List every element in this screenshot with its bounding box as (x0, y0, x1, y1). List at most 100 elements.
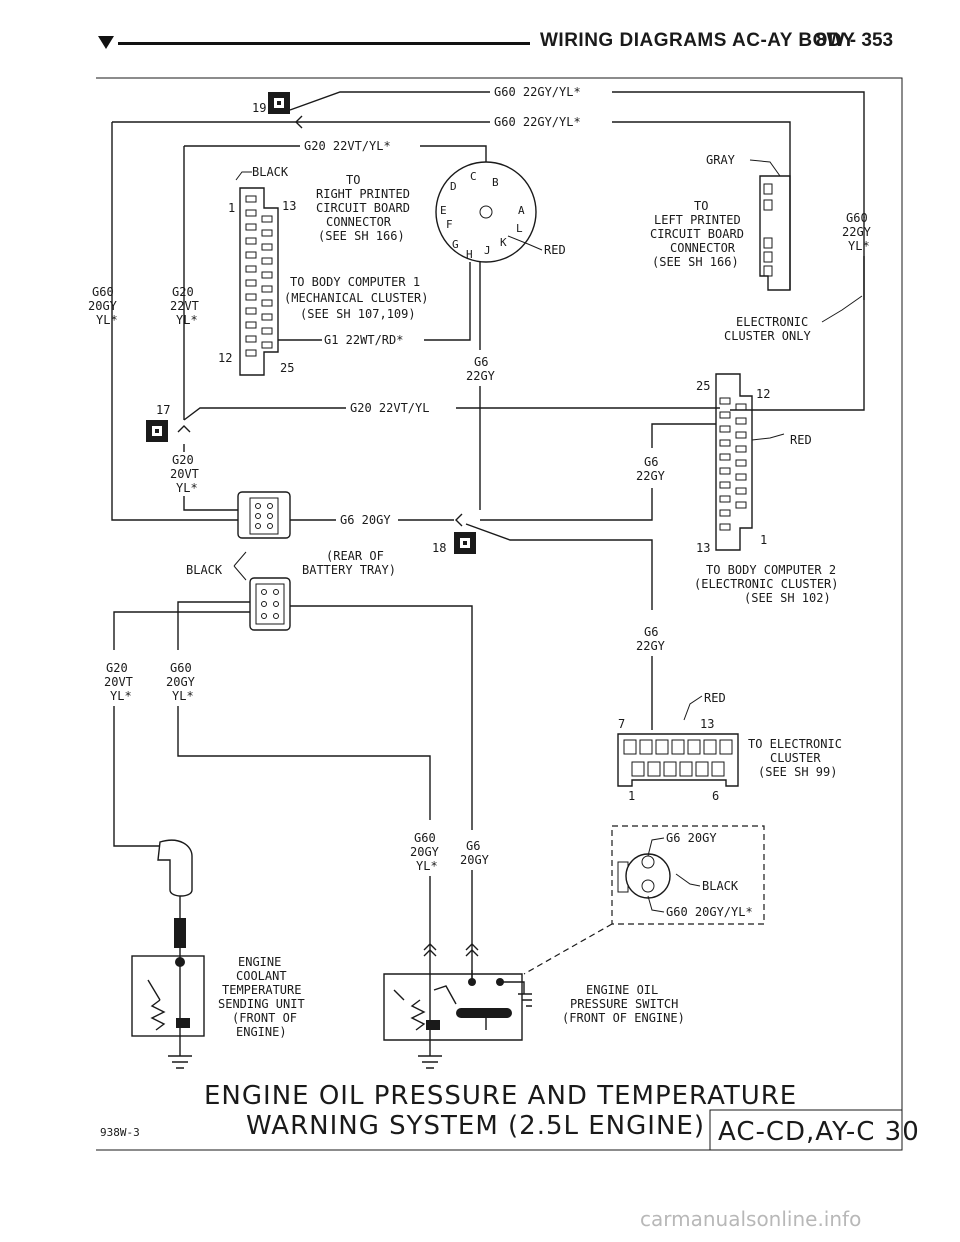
wire-g60-top-1-label: G60 22GY/YL* (494, 85, 581, 99)
header-arrow-icon (98, 36, 114, 49)
wire-g6-to-lower (465, 523, 653, 610)
wire-g60-bottom-2: 20GY (410, 845, 440, 859)
gray-label: GRAY (706, 153, 736, 167)
ec-pin-13: 13 (700, 717, 714, 731)
body-computer-2-label-2: (ELECTRONIC CLUSTER) (694, 577, 839, 591)
right-board-label-4: CONNECTOR (326, 215, 392, 229)
left-board-label-1: TO (694, 199, 708, 213)
body-computer-1-label-3: (SEE SH 107,109) (300, 307, 416, 321)
reference-label: AC-CD,AY-C 30 (718, 1117, 920, 1147)
gray-leader (749, 159, 781, 177)
electronic-cluster-label-2: CLUSTER (770, 751, 821, 765)
splice-17-icon (146, 420, 168, 442)
left-board-label-3: CIRCUIT BOARD (650, 227, 744, 241)
round-pin-b: B (492, 176, 499, 189)
detail-black-leader (675, 873, 701, 887)
right-board-label-1: TO (346, 173, 360, 187)
red-round-leader (507, 235, 543, 251)
oil-switch-label-1: ENGINE OIL (586, 983, 658, 997)
wire-g20-17-1: G20 (172, 453, 194, 467)
electronic-cluster-connector (617, 733, 739, 787)
wire-g60-left-2: 20GY (88, 299, 118, 313)
body-computer-2-connector (715, 373, 753, 551)
coolant-sending-unit (131, 948, 205, 1046)
wire-g6-bottom-1: G6 (466, 839, 480, 853)
red-round-label: RED (544, 243, 566, 257)
body-computer-1-label-2: (MECHANICAL CLUSTER) (284, 291, 429, 305)
wire-g60-bottom-1: G60 (414, 831, 436, 845)
red-cluster-leader (683, 695, 703, 721)
round-pin-l: L (516, 222, 523, 235)
wire-g6-22gy-c-1: G6 (644, 625, 658, 639)
round-pin-a: A (518, 204, 525, 217)
body-computer-1-connector (239, 187, 279, 376)
oil-switch-connector-detail (617, 853, 671, 899)
wire-g6-20gy-mid-label: G6 20GY (340, 513, 391, 527)
round-pin-d: D (450, 180, 457, 193)
oil-pressure-switch (383, 970, 525, 1050)
round-pin-f: F (446, 218, 453, 231)
wire-g60-top-2-label: G60 22GY/YL* (494, 115, 581, 129)
detail-g6-leader (647, 837, 665, 857)
body-computer-1-label-1: TO BODY COMPUTER 1 (290, 275, 420, 289)
wire-g20-to-sender (113, 706, 160, 847)
oil-switch-label-2: PRESSURE SWITCH (570, 997, 678, 1011)
oil-switch-ground-icon (518, 993, 532, 1007)
diagram-frame (96, 77, 903, 1151)
diagram-title-line-2: WARNING SYSTEM (2.5L ENGINE) (246, 1111, 705, 1141)
diagram-title-line-1: ENGINE OIL PRESSURE AND TEMPERATURE (204, 1081, 797, 1111)
wire-g20-left-1: G20 (172, 285, 194, 299)
wire-g60-bottom-3: YL* (416, 859, 438, 873)
wire-g6-bc2-down (480, 488, 653, 521)
wire-g20-mid (183, 407, 346, 421)
detail-g6-label: G6 20GY (666, 831, 717, 845)
wire-g6-bottom-2: 20GY (460, 853, 490, 867)
black-top-leader (235, 171, 252, 181)
round-pin-g: G (452, 238, 459, 251)
electronic-cluster-label-1: TO ELECTRONIC (748, 737, 842, 751)
wire-g60-top-1 (289, 91, 490, 111)
body-computer-2-label-1: TO BODY COMPUTER 2 (706, 563, 836, 577)
wire-g20-top-label: G20 22VT/YL* (304, 139, 391, 153)
wire-g60-low-2: 20GY (166, 675, 196, 689)
ec-pin-7: 7 (618, 717, 625, 731)
left-board-label-5: (SEE SH 166) (652, 255, 739, 269)
ec-pin-6: 6 (712, 789, 719, 803)
wire-g60-top-1-run (612, 91, 865, 300)
coolant-ground-icon (168, 1046, 192, 1069)
wire-g20-low-3: YL* (110, 689, 132, 703)
wire-g60-right-3: YL* (848, 239, 870, 253)
wire-g20-low-2: 20VT (104, 675, 133, 689)
round-pin-j: J (484, 244, 491, 257)
wire-g6-to-switch (290, 605, 473, 830)
black-conn-label: BLACK (186, 563, 223, 577)
wire-g20-left-2: 22VT (170, 299, 199, 313)
bc2-pin-1: 1 (760, 533, 767, 547)
red-bc2-label: RED (790, 433, 812, 447)
bc1-pin-12: 12 (218, 351, 232, 365)
wire-g20-low-1: G20 (106, 661, 128, 675)
wire-g60-right (730, 256, 865, 411)
wire-g60-to-switch (177, 706, 431, 820)
wire-g20-lower (113, 611, 250, 650)
diagram-code: 938W-3 (100, 1126, 140, 1139)
inline-connector-lower (249, 577, 291, 631)
detail-black-label: BLACK (702, 879, 739, 893)
wire-g6-bc2 (651, 423, 716, 448)
connector-chevrons (423, 943, 479, 957)
wire-g60-left-3: YL* (96, 313, 118, 327)
splice-17-label: 17 (156, 403, 170, 417)
splice-19-label: 19 (252, 101, 266, 115)
bc2-pin-12: 12 (756, 387, 770, 401)
splice-19-icon (268, 92, 290, 114)
round-pin-h: H (466, 248, 473, 261)
red-cluster-label: RED (704, 691, 726, 705)
coolant-sender-threads (174, 918, 186, 948)
wire-g6-22gy-a-2: 22GY (466, 369, 496, 383)
wire-g60-lower (177, 601, 250, 650)
splice-arrow-18-top (455, 513, 463, 527)
wire-g60-low-1: G60 (170, 661, 192, 675)
detail-g60-leader (647, 895, 665, 913)
rear-battery-label-1: (REAR OF (326, 549, 384, 563)
